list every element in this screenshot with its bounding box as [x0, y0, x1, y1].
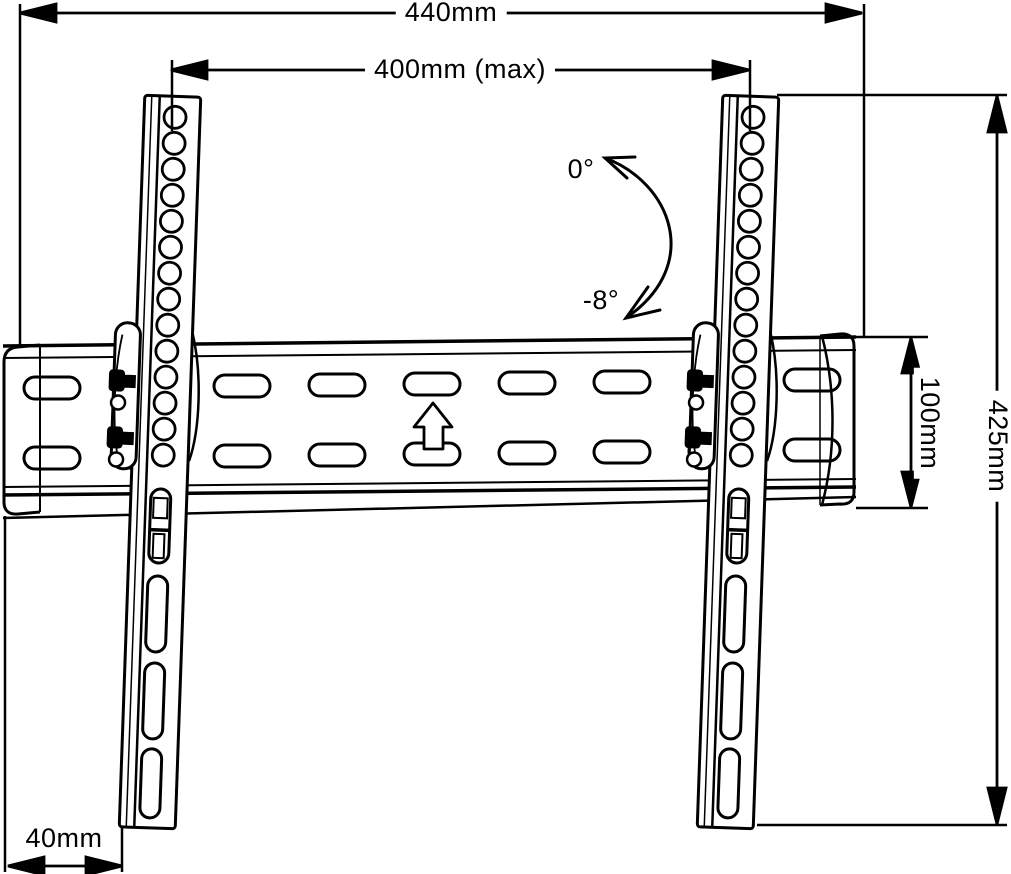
dim-100 — [900, 337, 922, 508]
tilt-arc-icon — [601, 155, 673, 321]
right-rail — [669, 92, 789, 831]
washer — [107, 451, 125, 468]
plate-slots-top-row — [22, 367, 842, 401]
rail-latch — [149, 496, 170, 560]
dim-40 — [7, 855, 123, 874]
angle-label-lower: -8° — [582, 285, 620, 316]
dim-label-total-height: 425mm — [982, 390, 1011, 502]
screw — [106, 426, 135, 449]
dim-label-vesa-max-width: 400mm (max) — [364, 54, 556, 85]
plate-right-end-cap — [819, 332, 856, 507]
rail-slots — [138, 487, 173, 820]
dim-label-bottom-width: 40mm — [16, 823, 112, 854]
wall-plate — [2, 332, 857, 520]
left-rail — [106, 93, 203, 831]
dim-label-total-width: 440mm — [395, 0, 507, 28]
screw — [108, 369, 137, 392]
washer — [109, 394, 127, 411]
up-arrow-icon — [412, 401, 454, 451]
plate-left-end-cap — [2, 343, 41, 516]
back-hook — [187, 332, 200, 462]
angle-label-upper: 0° — [567, 154, 595, 185]
extension-lines — [3, 4, 1007, 872]
dim-label-plate-height: 100mm — [914, 367, 945, 479]
rail-holes — [150, 104, 188, 468]
